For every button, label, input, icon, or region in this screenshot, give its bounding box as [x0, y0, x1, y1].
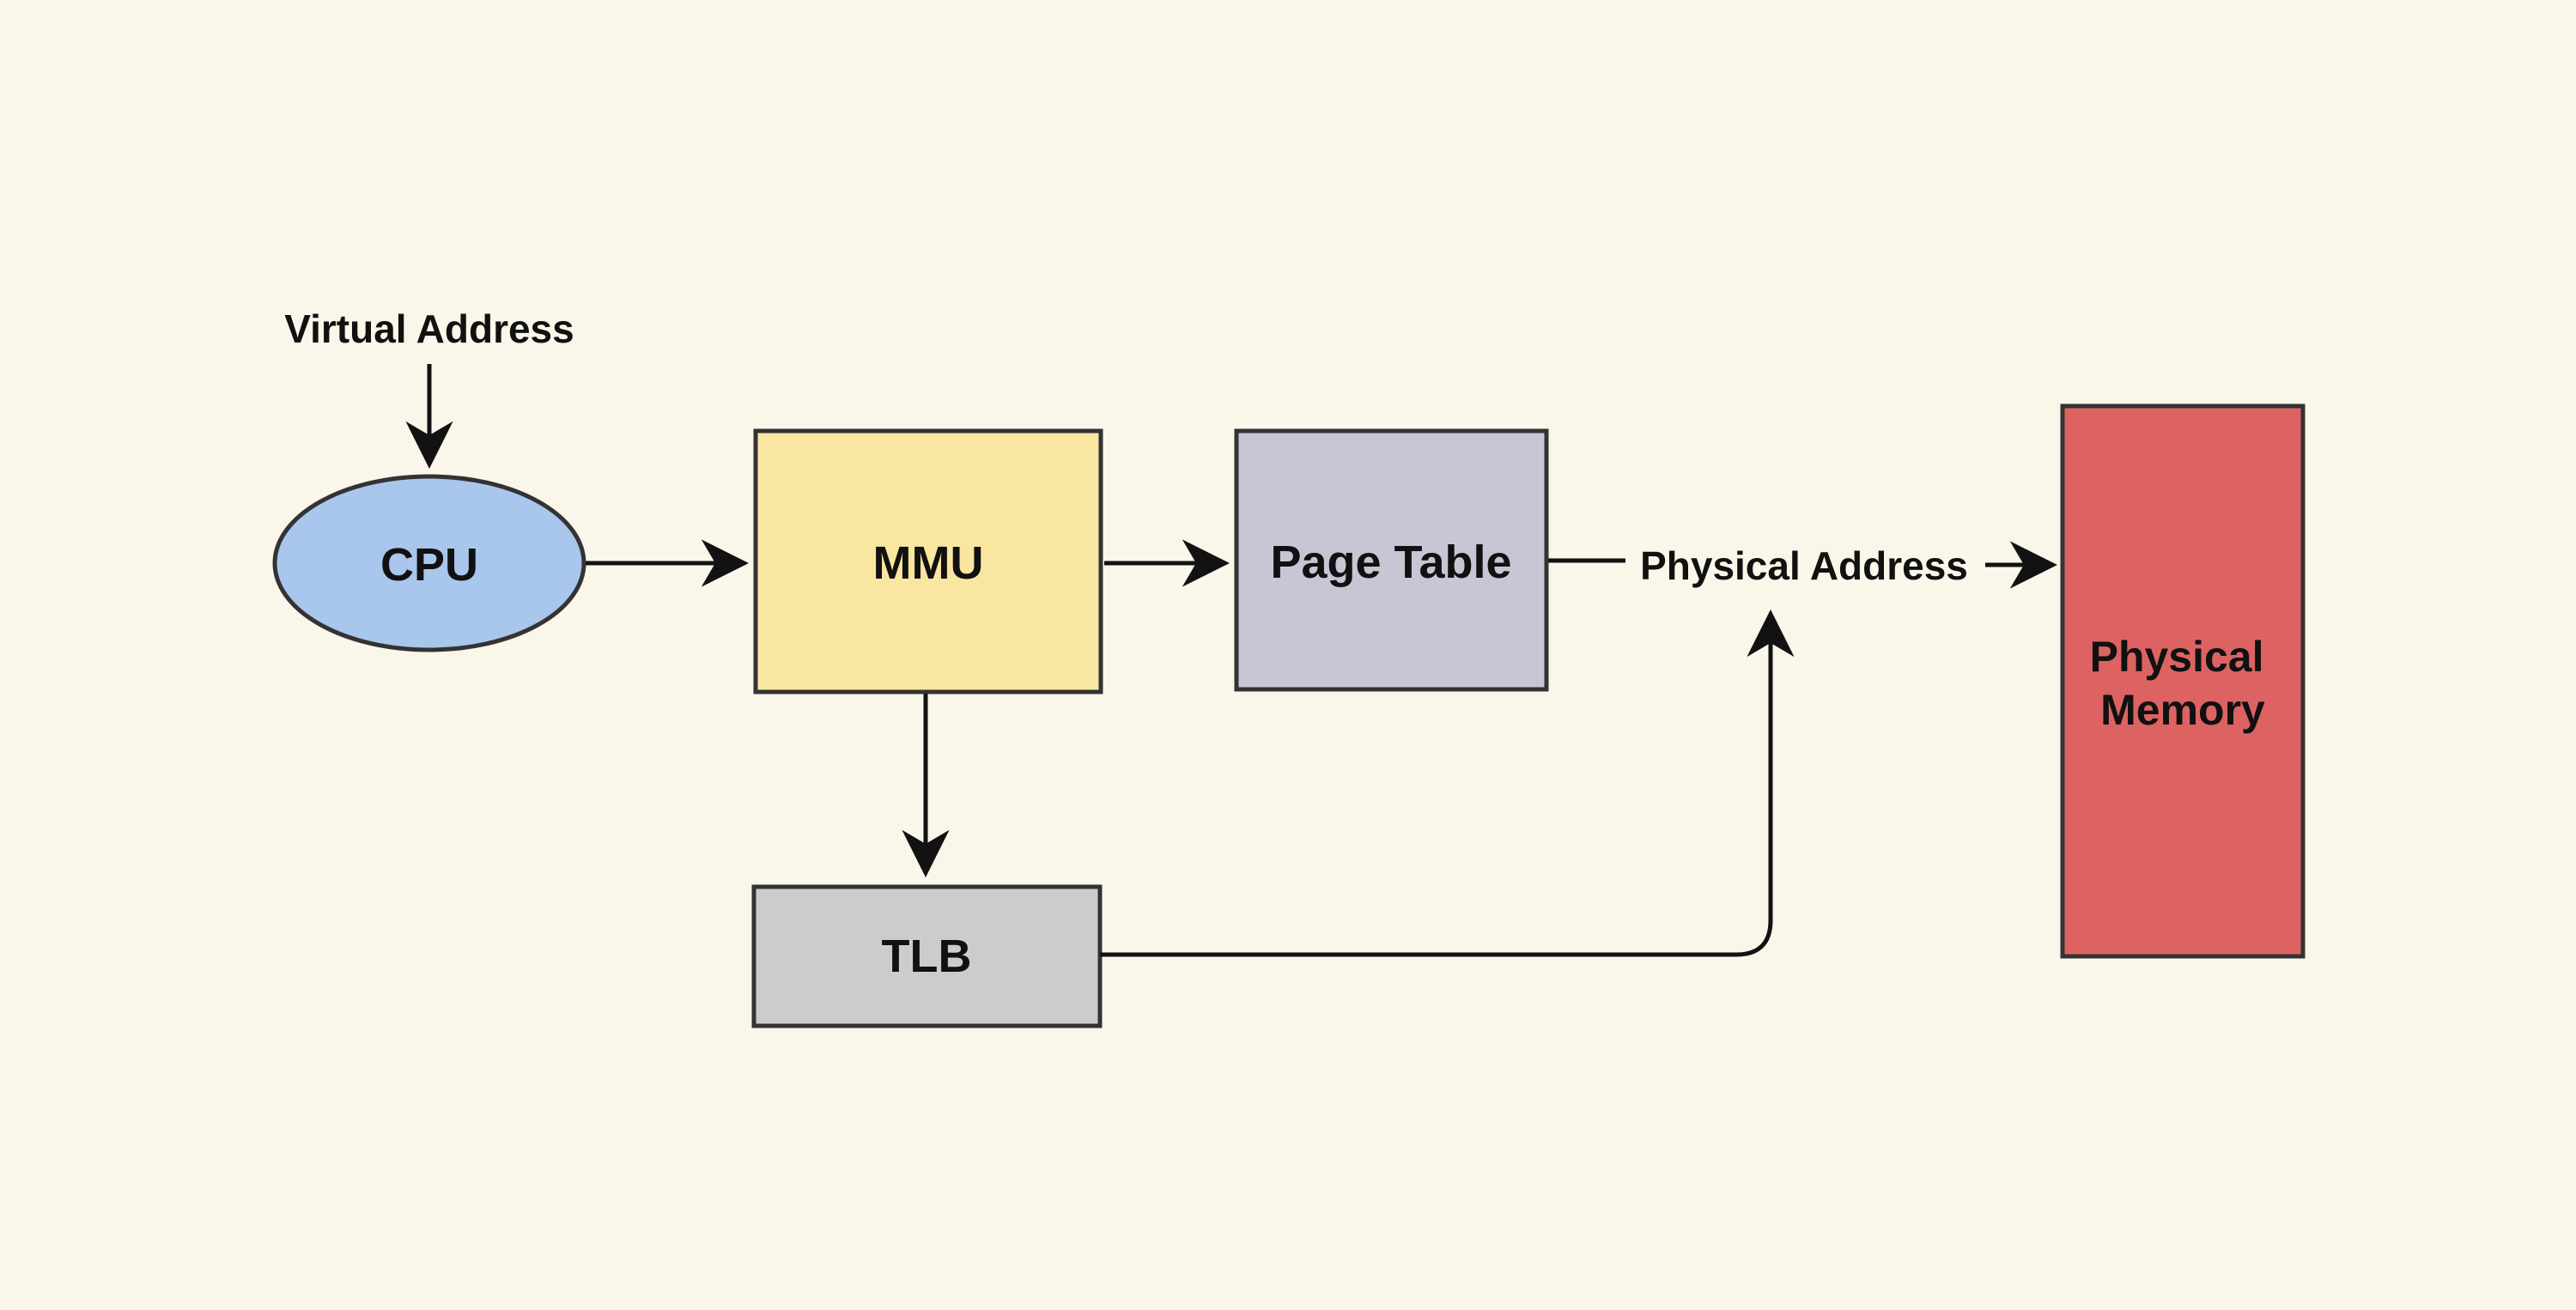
page-table-node-label: Page Table	[1270, 537, 1511, 588]
virtual-address-label: Virtual Address	[284, 306, 574, 351]
tlb-node-label: TLB	[882, 931, 972, 982]
tlb-node	[751, 884, 1103, 1028]
physical-memory-label-line1: Physical	[2090, 633, 2264, 681]
physical-address-label: Physical Address	[1640, 543, 1968, 588]
physical-memory-node	[2060, 403, 2306, 959]
tlb-to-physical-address-arrow	[1100, 610, 1795, 957]
cpu-node-label: CPU	[380, 539, 478, 591]
page-table-node	[1234, 428, 1549, 692]
physical-memory-label-line2: Memory	[2100, 686, 2265, 734]
physical-memory-node-label: Physical Memory	[2090, 618, 2276, 734]
mmu-node-label: MMU	[873, 537, 984, 589]
mmu-node	[753, 428, 1103, 694]
cpu-node	[272, 474, 586, 652]
